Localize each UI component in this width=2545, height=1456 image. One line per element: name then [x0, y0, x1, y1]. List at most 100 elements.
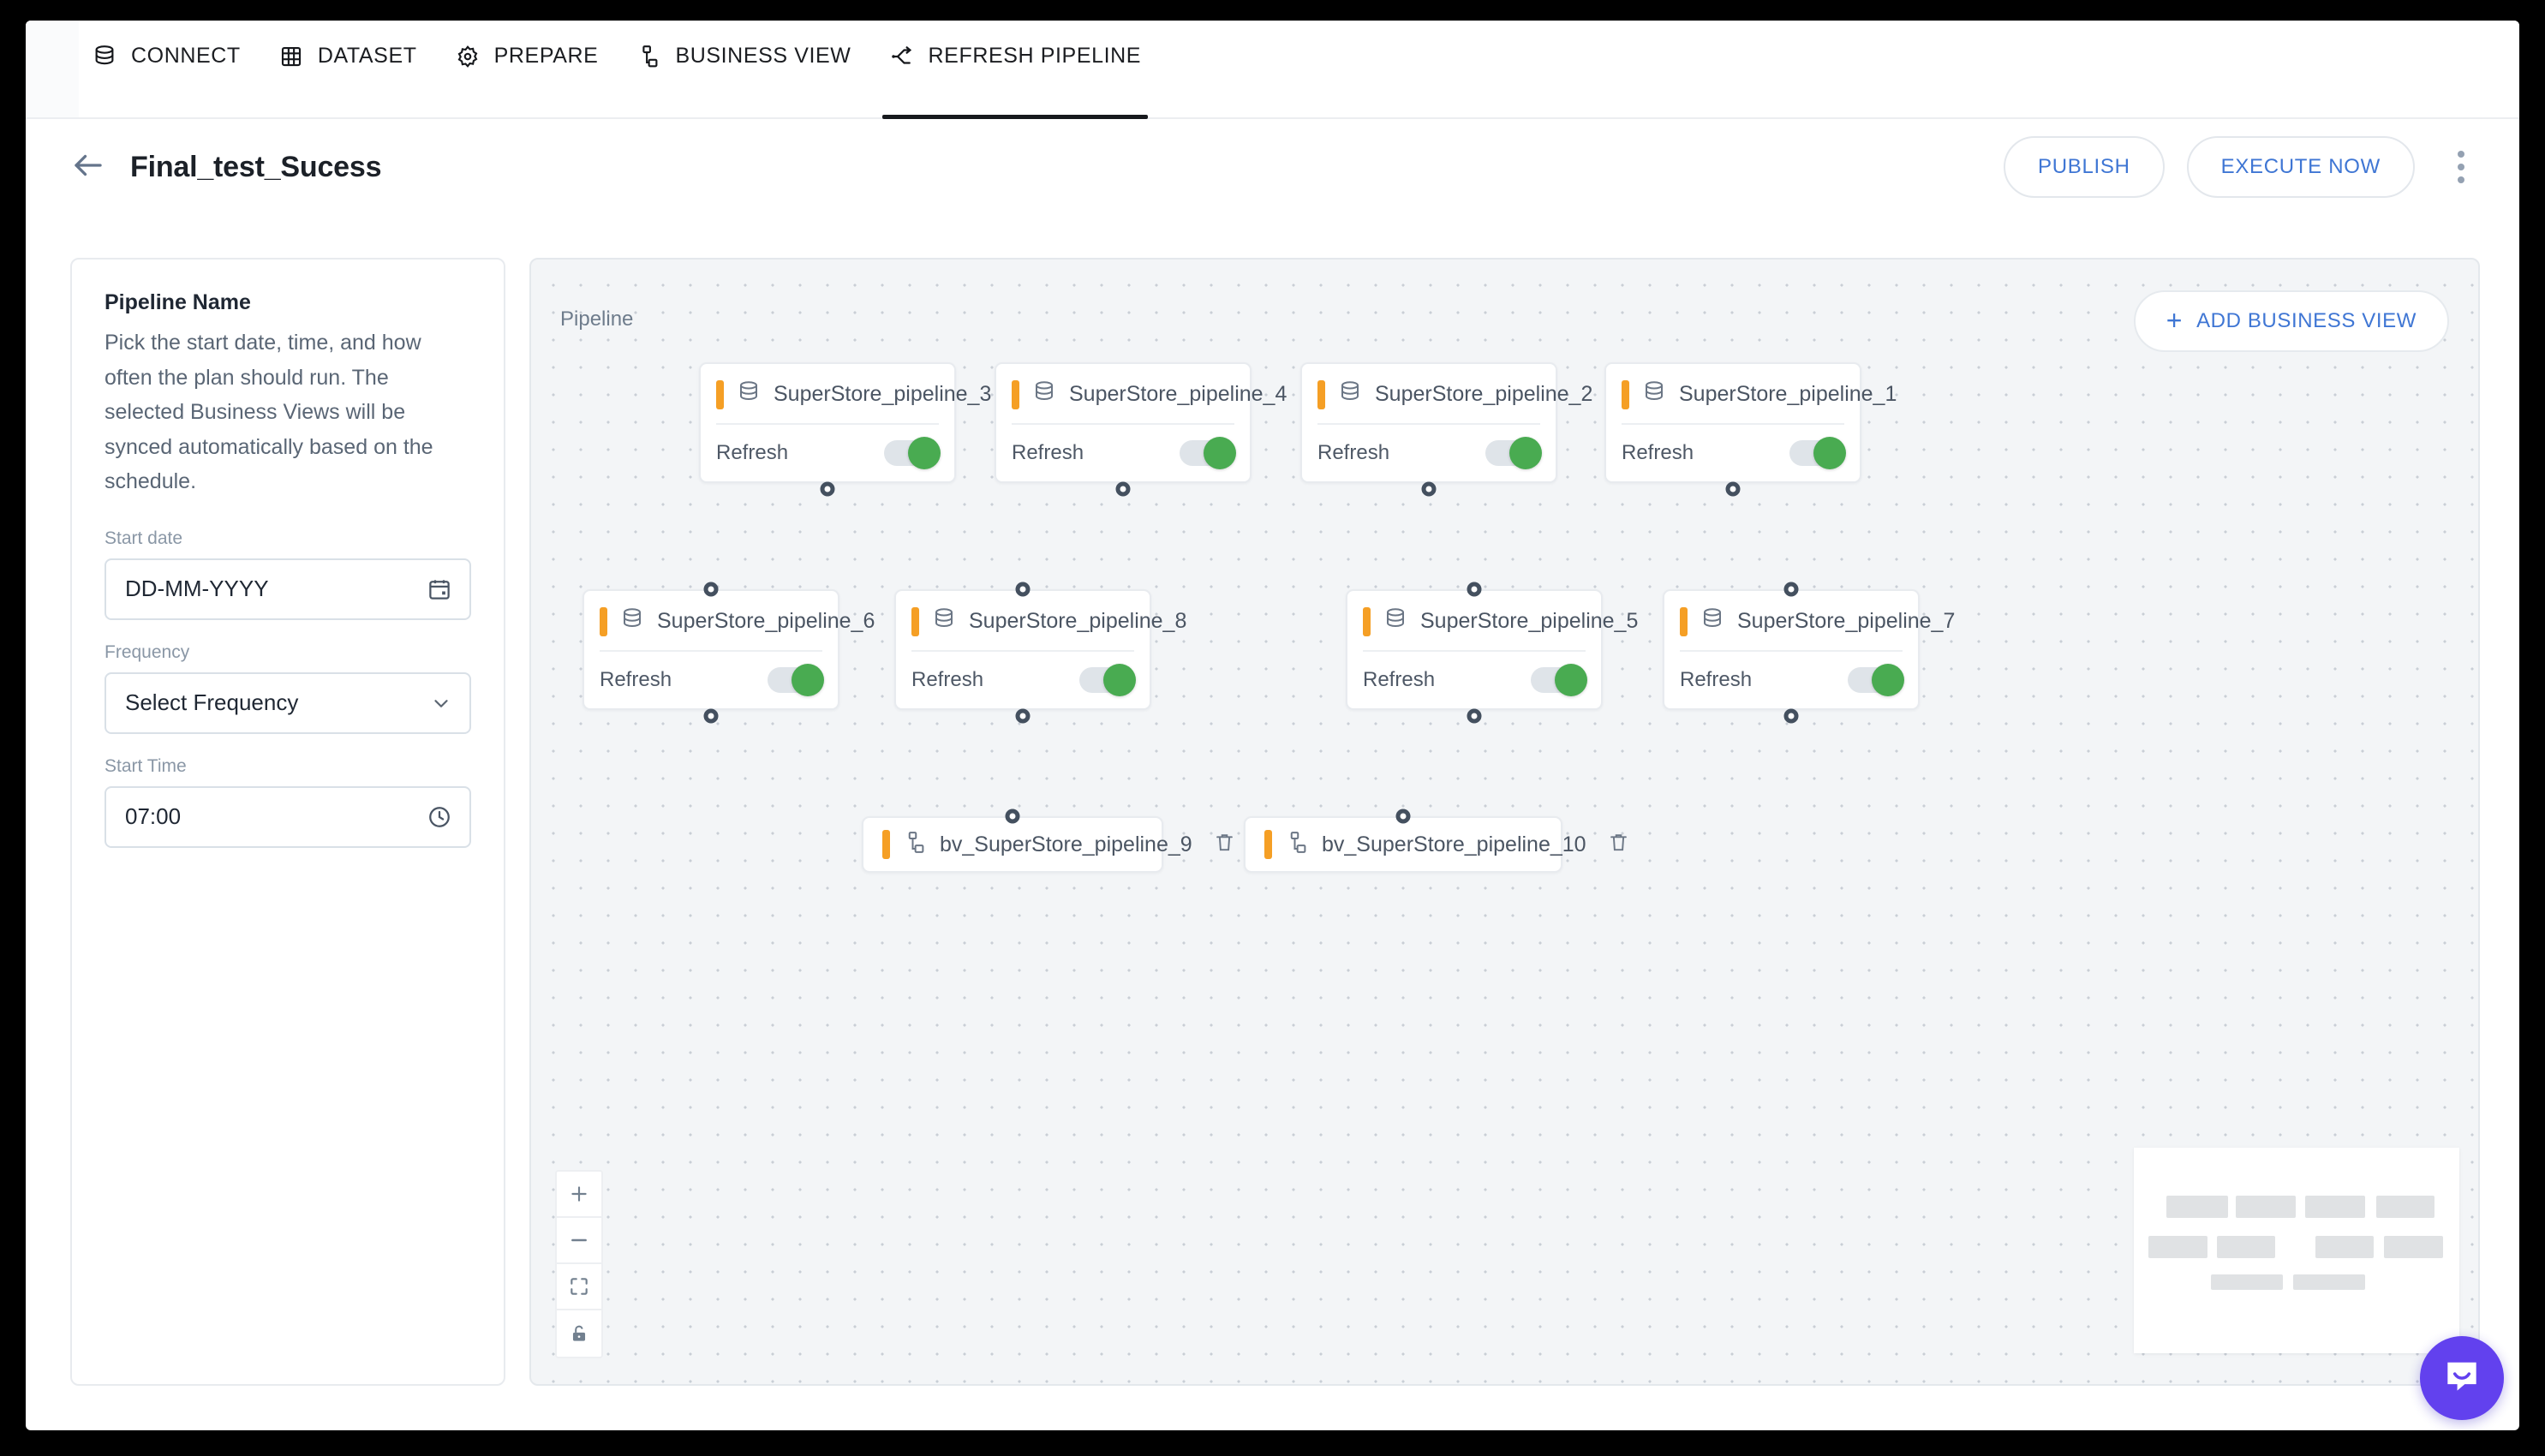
panel-description: Pick the start date, time, and how often… [105, 331, 433, 493]
refresh-toggle[interactable] [1789, 437, 1846, 469]
node-label: SuperStore_pipeline_8 [969, 609, 1187, 633]
connection-handle-p7-bot[interactable] [1783, 708, 1799, 724]
schedule-panel: Pipeline Name Pick the start date, time,… [70, 258, 505, 1386]
divider [1622, 423, 1844, 425]
refresh-label: Refresh [600, 668, 672, 691]
refresh-label: Refresh [1363, 668, 1436, 691]
fit-view-button[interactable] [557, 1264, 601, 1310]
refresh-toggle[interactable] [1079, 664, 1136, 696]
toggle-knob [1103, 664, 1136, 696]
start-time-value: 07:00 [125, 803, 182, 829]
zoom-in-button[interactable] [557, 1172, 601, 1218]
connection-handle-p6-top[interactable] [703, 582, 719, 597]
tab-dataset[interactable]: DATASET [260, 21, 436, 117]
page-body: Pipeline Name Pick the start date, time,… [26, 215, 2519, 1430]
intercom-chat-icon [2440, 1355, 2483, 1402]
connection-handle-p5-bot[interactable] [1467, 708, 1482, 724]
divider [600, 650, 822, 652]
business-view-node-bv10[interactable]: bv_SuperStore_pipeline_10 [1244, 816, 1627, 873]
accent-bar [1317, 379, 1325, 409]
connection-handle-bv9-top[interactable] [1005, 809, 1020, 824]
zoom-controls [555, 1170, 603, 1358]
trash-icon[interactable] [1598, 831, 1630, 858]
node-label: SuperStore_pipeline_7 [1737, 609, 1956, 633]
divider [1012, 423, 1234, 425]
refresh-toggle[interactable] [1848, 664, 1904, 696]
node-header: SuperStore_pipeline_6 [584, 591, 875, 650]
refresh-label: Refresh [716, 441, 789, 464]
minimap-node [2384, 1236, 2443, 1258]
minimap-node [2236, 1196, 2296, 1218]
accent-bar [716, 379, 724, 409]
start-date-label: Start date [105, 528, 183, 548]
connection-handle-p2-bot[interactable] [1421, 481, 1437, 497]
connection-handle-p4-bot[interactable] [1115, 481, 1131, 497]
calendar-icon[interactable] [427, 576, 452, 602]
business-view-node-bv9[interactable]: bv_SuperStore_pipeline_9 [862, 816, 1233, 873]
add-business-view-label: ADD BUSINESS VIEW [2196, 309, 2417, 332]
node-label: SuperStore_pipeline_1 [1679, 382, 1897, 406]
database-icon [1031, 379, 1057, 409]
back-arrow-icon[interactable] [70, 147, 130, 188]
add-business-view-button[interactable]: + ADD BUSINESS VIEW [2133, 290, 2449, 352]
start-time-input[interactable]: 07:00 [105, 785, 471, 848]
pipeline-canvas[interactable]: Pipeline + ADD BUSINESS VIEW SuperStore_… [529, 258, 2480, 1386]
tab-business-view[interactable]: BUSINESS VIEW [617, 21, 869, 117]
node-header: SuperStore_pipeline_2 [1302, 364, 1592, 423]
tab-prepare[interactable]: PREPARE [436, 21, 618, 117]
node-header: SuperStore_pipeline_5 [1347, 591, 1638, 650]
refresh-toggle[interactable] [768, 664, 824, 696]
node-footer: Refresh [1606, 425, 1860, 481]
node-footer: Refresh [1302, 425, 1556, 481]
refresh-toggle[interactable] [1531, 664, 1587, 696]
refresh-label: Refresh [1317, 441, 1390, 464]
connection-handle-p8-top[interactable] [1015, 582, 1031, 597]
minimap[interactable] [2134, 1148, 2459, 1353]
connection-handle-p5-top[interactable] [1467, 582, 1482, 597]
connection-handle-p1-bot[interactable] [1725, 481, 1741, 497]
connection-handle-p3-bot[interactable] [820, 481, 835, 497]
zoom-out-button[interactable] [557, 1218, 601, 1264]
refresh-label: Refresh [1680, 668, 1753, 691]
node-footer: Refresh [996, 425, 1250, 481]
intercom-chat-button[interactable] [2420, 1336, 2504, 1420]
refresh-toggle[interactable] [1180, 437, 1236, 469]
execute-now-button[interactable]: EXECUTE NOW [2186, 136, 2415, 198]
refresh-toggle[interactable] [1485, 437, 1542, 469]
start-date-input[interactable]: DD-MM-YYYY [105, 558, 471, 620]
connection-handle-bv10-top[interactable] [1395, 809, 1411, 824]
toggle-knob [1509, 437, 1542, 469]
canvas-label: Pipeline [560, 307, 634, 331]
connection-handle-p7-top[interactable] [1783, 582, 1799, 597]
kebab-menu-icon[interactable] [2442, 146, 2480, 188]
tab-refresh-pipeline[interactable]: REFRESH PIPELINE [870, 21, 1161, 119]
minimap-node [2305, 1196, 2365, 1218]
tab-connect[interactable]: CONNECT [73, 21, 260, 117]
accent-bar [1264, 830, 1272, 859]
trash-icon[interactable] [1204, 831, 1236, 858]
minimap-node [2376, 1196, 2434, 1218]
unlock-icon[interactable] [557, 1310, 601, 1357]
frequency-select[interactable]: Select Frequency [105, 671, 471, 734]
accent-bar [1363, 606, 1371, 636]
refresh-toggle[interactable] [884, 437, 941, 469]
divider [1317, 423, 1540, 425]
business-view-icon [636, 44, 661, 69]
clock-icon[interactable] [427, 804, 452, 830]
frequency-value: Select Frequency [125, 689, 299, 715]
node-footer: Refresh [1347, 652, 1601, 708]
chevron-down-icon[interactable] [430, 692, 452, 714]
publish-button[interactable]: PUBLISH [2004, 136, 2165, 198]
business-view-icon [902, 830, 928, 860]
connection-handle-p6-bot[interactable] [703, 708, 719, 724]
connection-handle-p8-bot[interactable] [1015, 708, 1031, 724]
start-date-value: DD-MM-YYYY [125, 576, 269, 601]
